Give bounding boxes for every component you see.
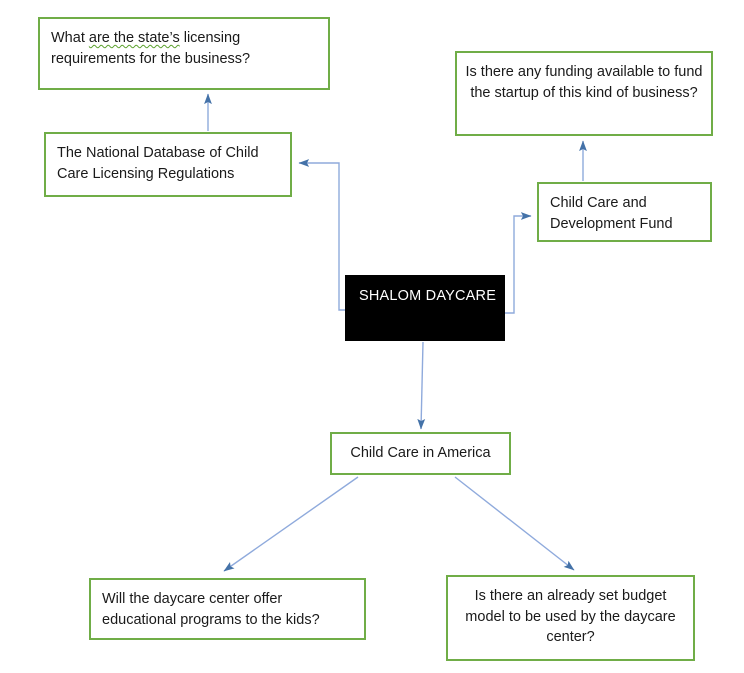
node-budget-model-question[interactable]: Is there an already set budget model to … [446, 575, 695, 661]
node-shalom-daycare-central-topic[interactable]: SHALOM DAYCARE [345, 275, 505, 341]
node-child-care-development-fund[interactable]: Child Care and Development Fund [537, 182, 712, 242]
connector-daycare-to-database [298, 159, 345, 311]
connector-america-to-budget [454, 476, 575, 571]
node-licensing-requirements-question[interactable]: What are the state’s licensing requireme… [38, 17, 330, 90]
spellcheck-underline: are the state’s [88, 30, 180, 46]
node-licensing-requirements-question-text: What are the state’s licensing requireme… [51, 30, 251, 67]
node-child-care-development-fund-text: Child Care and Development Fund [550, 195, 673, 232]
node-funding-availability-question[interactable]: Is there any funding available to fund t… [455, 51, 713, 136]
node-educational-programs-question[interactable]: Will the daycare center offer educationa… [89, 578, 366, 640]
connector-america-to-education [223, 476, 359, 572]
node-educational-programs-question-text: Will the daycare center offer educationa… [102, 591, 320, 628]
node-shalom-daycare-central-topic-text: SHALOM DAYCARE [359, 288, 497, 304]
node-funding-availability-question-text: Is there any funding available to fund t… [465, 64, 703, 101]
node-budget-model-question-text: Is there an already set budget model to … [465, 588, 676, 646]
node-child-care-in-america-topic-text: Child Care in America [350, 445, 491, 461]
node-child-care-in-america-topic[interactable]: Child Care in America [330, 432, 511, 475]
connector-daycare-to-ccdf [505, 212, 532, 314]
node-national-database-resource-text: The National Database of Child Care Lice… [57, 145, 259, 182]
node-national-database-resource[interactable]: The National Database of Child Care Lice… [44, 132, 292, 197]
connector-daycare-to-america [417, 341, 426, 430]
